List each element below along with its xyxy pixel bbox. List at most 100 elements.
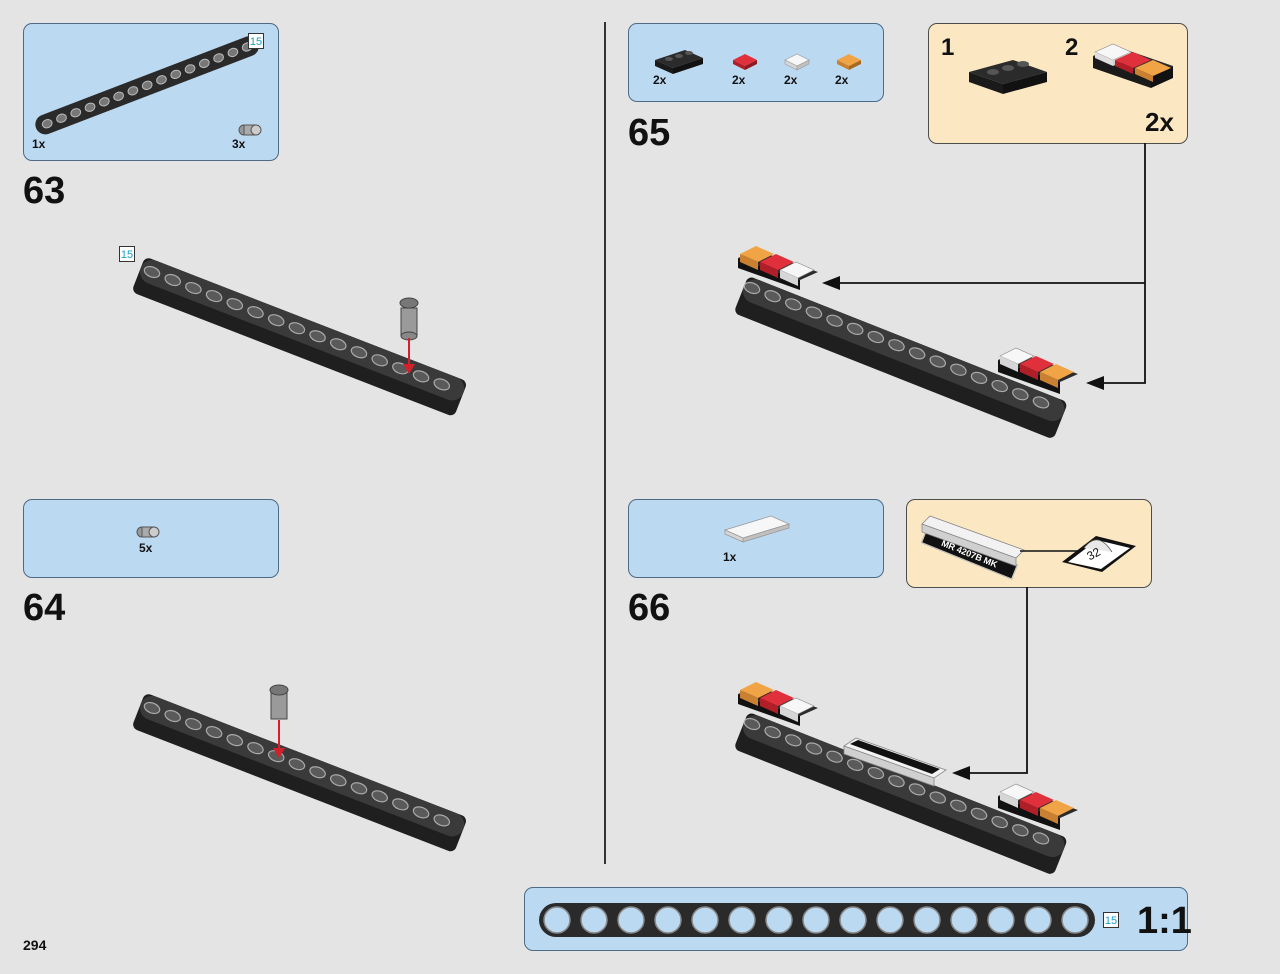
part-quantity: 5x xyxy=(139,541,153,555)
beam-hole xyxy=(198,58,210,69)
sticker-tile-model xyxy=(843,737,947,787)
part-quantity: 1x xyxy=(32,137,46,151)
beam-hole xyxy=(433,814,451,827)
ruler-hole xyxy=(1061,906,1089,934)
subassembly-callout-step-65: 1 2 2x xyxy=(928,23,1188,144)
tile-stack-right xyxy=(998,347,1078,394)
beam-hole xyxy=(908,347,926,360)
beam-hole xyxy=(392,798,409,811)
beam-hole xyxy=(412,370,430,383)
beam-hole xyxy=(888,339,905,352)
sticker-sheet-icon xyxy=(1062,536,1136,572)
tile-stack-left xyxy=(738,246,818,290)
length-tag: 15 xyxy=(119,246,135,262)
page-number: 294 xyxy=(23,937,47,953)
beam-hole xyxy=(247,306,264,319)
beam-hole xyxy=(247,742,264,755)
parts-callout-step-65: 2x 2x 2x 2x xyxy=(628,23,884,102)
step-number: 65 xyxy=(628,112,671,154)
parts-callout-step-64: 5x xyxy=(23,499,279,578)
beam-hole xyxy=(226,734,244,747)
ruler-hole xyxy=(913,906,941,934)
beam-hole xyxy=(826,750,843,763)
step-64-model-beam xyxy=(133,684,466,852)
beam-hole xyxy=(56,113,67,123)
beam-hole xyxy=(1012,824,1029,837)
part-quantity: 2x xyxy=(784,73,798,87)
beam-hole xyxy=(84,102,96,112)
parts-images xyxy=(655,50,861,74)
beam-hole xyxy=(1032,832,1050,845)
page-divider xyxy=(604,22,606,864)
ruler-beam xyxy=(539,903,1095,937)
ruler-hole xyxy=(839,906,867,934)
beam-hole xyxy=(205,725,223,739)
beam-hole xyxy=(350,782,368,795)
beam-hole xyxy=(70,108,82,118)
beam-hole xyxy=(330,338,347,351)
substep-number: 2 xyxy=(1065,34,1079,61)
orange-tile-image xyxy=(837,54,861,70)
subassembly-multiplier: 2x xyxy=(1145,107,1174,137)
beam-hole xyxy=(412,806,430,819)
beam-hole xyxy=(929,355,947,368)
pin-model-image xyxy=(399,297,419,341)
subassembly-images xyxy=(969,43,1173,94)
beam-hole xyxy=(143,265,161,279)
red-tile-image xyxy=(733,54,757,70)
beam-hole xyxy=(826,314,843,327)
scale-label: 1:1 xyxy=(1137,900,1192,942)
beam-hole xyxy=(970,807,988,820)
parts-callout-step-63: 15 1x 3x xyxy=(23,23,279,161)
beam-hole xyxy=(867,330,885,344)
beam-hole xyxy=(950,799,967,812)
beam-hole xyxy=(330,774,347,787)
beam-hole xyxy=(184,64,196,74)
callout-arrow-line xyxy=(970,587,1028,774)
beam-hole xyxy=(846,758,864,771)
beam-hole xyxy=(309,766,326,779)
beam-hole xyxy=(156,75,167,85)
beam-hole xyxy=(805,306,823,319)
ruler-hole xyxy=(543,906,571,934)
black-plate-image xyxy=(969,60,1047,94)
substep-number: 1 xyxy=(941,34,955,61)
ruler-hole xyxy=(876,906,904,934)
beam-hole xyxy=(785,298,802,311)
beam-hole xyxy=(98,97,110,107)
ruler-hole xyxy=(1024,906,1052,934)
beam-hole xyxy=(371,354,388,367)
callout-arrowhead xyxy=(1086,376,1104,390)
beam-hole xyxy=(164,273,181,287)
part-quantity: 2x xyxy=(835,73,849,87)
black-plate-image xyxy=(655,50,703,74)
beam-hole xyxy=(213,53,224,63)
ruler-hole xyxy=(802,906,830,934)
length-tag: 15 xyxy=(248,33,264,49)
beam-hole xyxy=(205,289,223,303)
ruler-hole xyxy=(691,906,719,934)
beam-hole xyxy=(908,783,926,796)
beam-hole xyxy=(185,281,202,295)
pin-part-image xyxy=(136,526,160,538)
beam-hole xyxy=(41,119,53,129)
ruler-hole xyxy=(580,906,608,934)
step-number: 63 xyxy=(23,170,66,212)
beam-hole xyxy=(764,726,781,739)
part-quantity: 2x xyxy=(653,73,667,87)
beam-hole xyxy=(785,734,802,747)
ruler-hole xyxy=(617,906,645,934)
beam-hole xyxy=(185,717,202,731)
beam-hole xyxy=(764,290,781,303)
pin-part-image xyxy=(238,124,262,136)
tiled-plate-image xyxy=(1093,43,1173,88)
beam-hole xyxy=(127,86,139,96)
part-quantity: 2x xyxy=(732,73,746,87)
length-tag: 15 xyxy=(1103,912,1119,928)
part-quantity: 3x xyxy=(232,137,246,151)
step-63-model-beam xyxy=(133,258,466,416)
beam-hole xyxy=(888,775,905,788)
beam-hole xyxy=(141,80,153,90)
beam-hole xyxy=(970,371,988,384)
